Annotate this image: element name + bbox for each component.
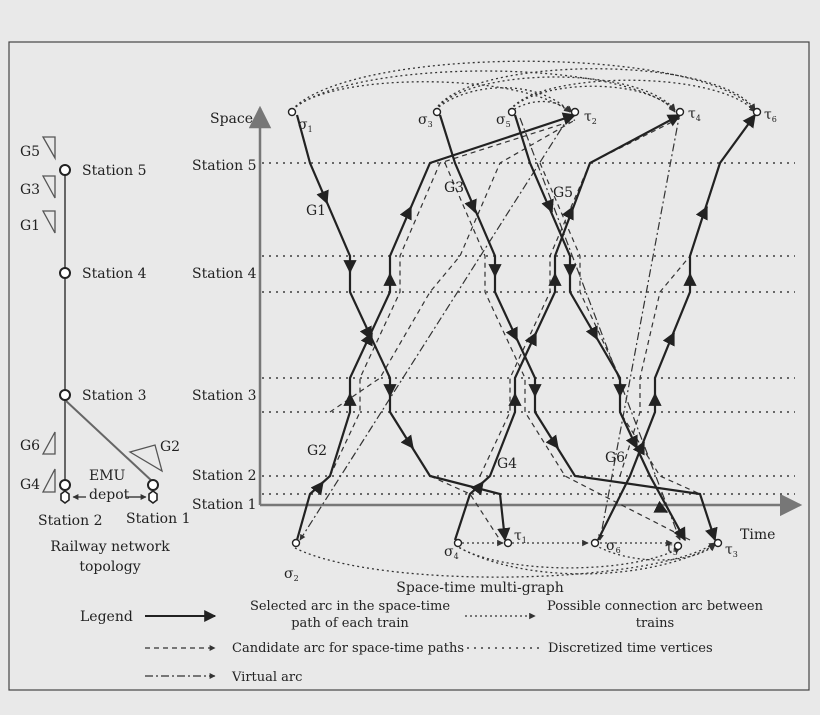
- path-g3: [438, 114, 718, 542]
- station-4-node: [59, 267, 71, 279]
- topo-train-g5: G5: [20, 144, 40, 160]
- branch-track: [64, 399, 154, 483]
- label-tau-5: τ5: [665, 540, 678, 557]
- label-tau-4: τ4: [688, 106, 701, 123]
- depot-node-station-1: [148, 490, 158, 504]
- legend-discretized-label: Discretized time vertices: [548, 641, 713, 656]
- graph-label-g5: G5: [553, 185, 573, 201]
- topo-station-2-label: Station 2: [38, 513, 102, 529]
- train-shape-g4: [41, 468, 56, 493]
- legend: Legend Selected arc in the space-time pa…: [80, 599, 764, 685]
- legend-selected-line2: path of each train: [291, 616, 409, 631]
- topo-train-g3: G3: [20, 182, 40, 198]
- source-node-5: [507, 107, 517, 117]
- station-3-node: [59, 389, 71, 401]
- legend-possible-line1: Possible connection arc between: [547, 599, 764, 614]
- sink-node-3: [713, 538, 723, 548]
- virtual-arcs: [299, 111, 681, 541]
- label-sigma-2: σ2: [284, 566, 299, 583]
- space-time-graph: Space Time Station 5 Station 4 Station 3…: [192, 60, 803, 596]
- label-sigma-4: σ4: [444, 544, 459, 561]
- legend-virtual-label: Virtual arc: [231, 670, 302, 685]
- graph-station-5-label: Station 5: [192, 158, 256, 174]
- train-shape-g5: [41, 136, 56, 161]
- topo-station-1-label: Station 1: [126, 511, 190, 527]
- depot-node-station-2: [60, 490, 70, 504]
- topology-caption-line1: Railway network: [50, 539, 170, 555]
- label-sigma-3: σ3: [418, 112, 433, 129]
- train-shape-g3: [41, 175, 56, 199]
- label-tau-2: τ2: [584, 109, 597, 126]
- topo-station-4-label: Station 4: [82, 266, 147, 282]
- figure-frame: [8, 41, 810, 691]
- label-tau-6: τ6: [764, 107, 777, 124]
- topology-caption-line2: topology: [79, 559, 140, 575]
- source-node-6: [590, 538, 600, 548]
- depot-label-line1: EMU: [89, 468, 126, 484]
- graph-station-1-label: Station 1: [192, 497, 256, 513]
- graph-station-4-label: Station 4: [192, 266, 257, 282]
- legend-selected-line1: Selected arc in the space-time: [250, 599, 450, 614]
- station-2-node: [59, 479, 71, 491]
- sink-node-2: [570, 107, 580, 117]
- topo-station-3-label: Station 3: [82, 388, 146, 404]
- station-1-node: [147, 479, 159, 491]
- space-axis-label: Space: [210, 111, 253, 127]
- topo-train-g2: G2: [160, 439, 180, 455]
- sink-node-5: [673, 541, 683, 551]
- sink-node-1: [503, 538, 513, 548]
- graph-caption: Space-time multi-graph: [396, 580, 563, 596]
- topo-train-g1: G1: [20, 218, 40, 234]
- source-node-4: [453, 538, 463, 548]
- legend-title: Legend: [80, 609, 133, 625]
- label-sigma-1: σ1: [298, 117, 313, 134]
- topo-train-g6: G6: [20, 438, 40, 454]
- graph-label-g4: G4: [497, 456, 517, 472]
- terminal-node-labels: σ1 σ3 σ5 τ2 τ4 τ6 σ2 σ4 τ1 σ6 τ5 τ3: [284, 106, 777, 583]
- source-node-1: [287, 107, 297, 117]
- train-shape-g6: [41, 431, 56, 455]
- graph-station-3-label: Station 3: [192, 388, 256, 404]
- graph-label-g1: G1: [306, 203, 326, 219]
- graph-label-g3: G3: [444, 180, 464, 196]
- sink-node-6: [752, 107, 762, 117]
- train-shape-g2: [128, 444, 164, 473]
- source-node-3: [432, 107, 442, 117]
- terminal-nodes: [287, 107, 762, 551]
- label-tau-3: τ3: [725, 542, 738, 559]
- source-node-2: [291, 538, 301, 548]
- discretized-time-lines: [262, 162, 795, 495]
- station-5-node: [59, 164, 71, 176]
- depot-label-line2: depot: [89, 487, 130, 503]
- legend-possible-line2: trains: [636, 616, 674, 631]
- graph-label-g6: G6: [605, 450, 625, 466]
- possible-connection-arcs: [291, 60, 756, 578]
- label-sigma-6: σ6: [606, 538, 621, 555]
- selected-arc-direction-marks: [310, 189, 708, 513]
- legend-candidate-label: Candidate arc for space-time paths: [232, 641, 464, 656]
- topo-train-g4: G4: [20, 477, 40, 493]
- graph-station-2-label: Station 2: [192, 468, 256, 484]
- label-sigma-5: σ5: [496, 112, 511, 129]
- topo-station-5-label: Station 5: [82, 163, 146, 179]
- network-topology: Station 5 Station 4 Station 3 Station 2 …: [20, 136, 190, 575]
- sink-node-4: [675, 107, 685, 117]
- train-shape-g1: [41, 210, 56, 234]
- graph-label-g2: G2: [307, 443, 327, 459]
- label-tau-1: τ1: [514, 528, 527, 545]
- time-axis-label: Time: [740, 527, 775, 543]
